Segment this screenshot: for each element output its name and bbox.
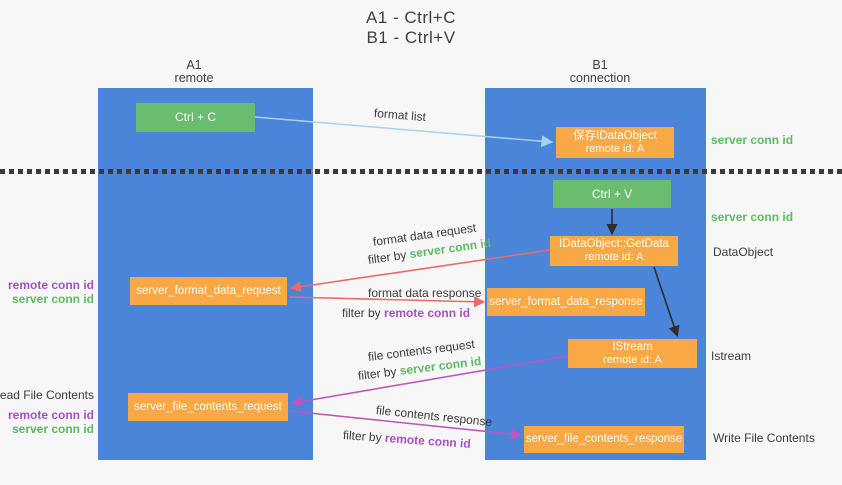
getdata-line2: remote id: A bbox=[584, 251, 644, 263]
server-conn-id-label-top: server conn id bbox=[711, 133, 794, 147]
server-file-contents-response-label: server_file_contents_response bbox=[525, 433, 683, 445]
lifeline-a1-header: A1 remote bbox=[144, 59, 244, 85]
dataobject-label: DataObject bbox=[713, 245, 774, 259]
lifeline-a1-role: remote bbox=[174, 71, 214, 85]
server-file-contents-request-box: server_file_contents_request bbox=[128, 393, 288, 421]
filter-by-text: filter by bbox=[342, 306, 381, 320]
filter-by-text: filter by bbox=[342, 428, 383, 445]
filter-by-text: filter by bbox=[357, 364, 398, 383]
format-data-response-filter-label: filter by remote conn id bbox=[342, 306, 470, 320]
server-file-contents-response-box: server_file_contents_response bbox=[524, 426, 684, 453]
server-format-data-response-label: server_format_data_response bbox=[489, 295, 643, 308]
server-format-data-request-box: server_format_data_request bbox=[130, 277, 287, 305]
lifeline-b1-name: B1 bbox=[592, 58, 608, 72]
format-data-response-label: format data response bbox=[368, 286, 482, 300]
istream-line1: IStream bbox=[612, 340, 653, 353]
separator-dotted-line bbox=[0, 169, 842, 174]
ctrl-v-label: Ctrl + V bbox=[591, 186, 633, 201]
remote-conn-id-text: remote conn id bbox=[384, 430, 472, 451]
lifeline-a1-name: A1 bbox=[186, 58, 202, 72]
file-contents-response-label: file contents response bbox=[375, 403, 493, 430]
remote-conn-id-label-left-bottom: remote conn id bbox=[7, 408, 94, 422]
istream-line2: remote id: A bbox=[603, 353, 662, 366]
title-line-2: B1 - Ctrl+V bbox=[366, 28, 456, 47]
server-conn-id-label-left-top: server conn id bbox=[11, 292, 94, 306]
server-format-data-response-box: server_format_data_response bbox=[487, 288, 645, 316]
lifeline-b1-header: B1 connection bbox=[550, 59, 650, 85]
ctrl-v-box: Ctrl + V bbox=[553, 180, 671, 208]
server-format-data-request-label: server_format_data_request bbox=[136, 284, 281, 297]
idataobject-getdata-box: IDataObject::GetData remote id: A bbox=[550, 236, 678, 266]
format-list-label: format list bbox=[373, 106, 427, 125]
save-idataobject-line1: 保存IDataObject bbox=[573, 129, 657, 142]
ctrl-c-box: Ctrl + C bbox=[136, 103, 255, 132]
save-idataobject-line2: remote id: A bbox=[585, 142, 645, 155]
getdata-line1: IDataObject::GetData bbox=[559, 238, 669, 250]
server-file-contents-request-label: server_file_contents_request bbox=[134, 400, 282, 413]
server-conn-id-label-left-bottom: server conn id bbox=[11, 422, 94, 436]
diagram-title: A1 - Ctrl+C B1 - Ctrl+V bbox=[331, 8, 491, 48]
ctrl-c-label: Ctrl + C bbox=[174, 110, 216, 124]
remote-conn-id-text: remote conn id bbox=[384, 306, 471, 320]
save-idataobject-box: 保存IDataObject remote id: A bbox=[556, 127, 674, 158]
istream-box: IStream remote id: A bbox=[568, 339, 697, 368]
remote-conn-id-label-left-top: remote conn id bbox=[7, 278, 94, 292]
istream-side-label: Istream bbox=[711, 349, 752, 363]
write-file-contents-label: Write File Contents bbox=[713, 431, 815, 445]
lifeline-b1-role: connection bbox=[569, 71, 631, 85]
server-conn-id-label-mid: server conn id bbox=[711, 210, 794, 224]
read-file-contents-label: Read File Contents bbox=[0, 388, 94, 402]
title-line-1: A1 - Ctrl+C bbox=[365, 8, 457, 27]
file-contents-response-filter-label: filter by remote conn id bbox=[343, 428, 472, 451]
filter-by-text: filter by bbox=[367, 247, 408, 267]
